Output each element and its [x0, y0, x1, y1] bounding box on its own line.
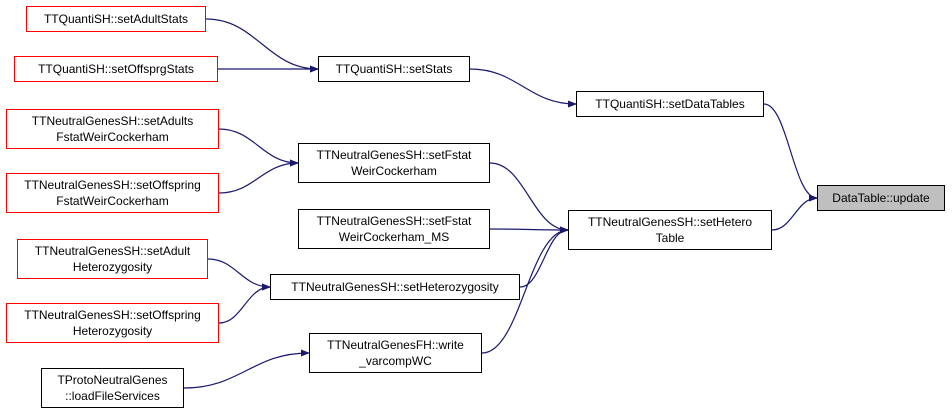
edge-writeVarcompWC-to-setHeteroTable — [481, 226, 569, 354]
node-label-line: FstatWeirCockerham — [56, 130, 169, 144]
edge-setOffspringFstatWC-to-setFstatWC — [218, 159, 299, 194]
node-label-line: WeirCockerham_MS — [338, 230, 450, 244]
node-label-line: TTNeutralGenesFH::write — [327, 338, 464, 352]
node-ttneutralgenessh-setfstatweircockerham-ms[interactable]: TTNeutralGenesSH::setFstat WeirCockerham… — [298, 209, 490, 249]
node-label-line: WeirCockerham — [351, 164, 437, 178]
node-ttneutralgenessh-setoffspringfstatweircockerham[interactable]: TTNeutralGenesSH::setOffspring FstatWeir… — [6, 173, 219, 213]
node-ttneutralgenesfh-write-varcompwc[interactable]: TTNeutralGenesFH::write _varcompWC — [309, 333, 482, 373]
edge-setOffspringHet-to-setHeterozygosity — [218, 283, 271, 324]
edge-setHeteroTable-to-update — [771, 194, 818, 231]
node-label-line: _varcompWC — [359, 354, 432, 368]
node-ttquantish-setstats[interactable]: TTQuantiSH::setStats — [318, 56, 470, 82]
edge-setHeterozygosity-to-setHeteroTable — [519, 226, 569, 288]
node-label-line: TTQuantiSH::setStats — [335, 62, 453, 76]
node-label-line: TTNeutralGenesSH::setFstat — [316, 214, 472, 228]
edge-loadFileServices-to-writeVarcompWC — [183, 349, 310, 389]
node-ttneutralgenessh-setadultsfstatweircockerham[interactable]: TTNeutralGenesSH::setAdults FstatWeirCoc… — [6, 109, 219, 149]
node-ttneutralgenessh-setheterozygosity[interactable]: TTNeutralGenesSH::setHeterozygosity — [270, 274, 520, 300]
node-label-line: FstatWeirCockerham — [56, 194, 169, 208]
node-label-line: Heterozygosity — [72, 324, 153, 338]
node-ttquantish-setoffsprgstats[interactable]: TTQuantiSH::setOffsprgStats — [14, 56, 218, 82]
edge-setFstatWCMS-to-setHeteroTable — [489, 226, 569, 234]
node-ttneutralgenessh-setadultheterozygosity[interactable]: TTNeutralGenesSH::setAdult Heterozygosit… — [17, 239, 208, 279]
node-datatable-update[interactable]: DataTable::update — [817, 185, 945, 211]
node-label-line: TTNeutralGenesSH::setFstat — [316, 148, 472, 162]
edge-setFstatWC-to-setHeteroTable — [489, 162, 569, 234]
node-label-line: ::loadFileServices — [65, 389, 160, 403]
node-ttneutralgenessh-setoffspringheterozygosity[interactable]: TTNeutralGenesSH::setOffspring Heterozyg… — [6, 303, 219, 343]
node-tprotoneutralgenes-loadfileservices[interactable]: TProtoNeutralGenes ::loadFileServices — [41, 368, 184, 408]
node-label-line: TTNeutralGenesSH::setAdult — [34, 244, 191, 258]
node-ttneutralgenessh-setheterotable[interactable]: TTNeutralGenesSH::setHetero Table — [568, 210, 772, 250]
node-ttquantish-setdatatables[interactable]: TTQuantiSH::setDataTables — [576, 91, 764, 117]
edge-setAdultStats-to-setStats — [205, 18, 319, 73]
node-label-line: Table — [655, 231, 685, 245]
node-label-line: TTQuantiSH::setAdultStats — [43, 12, 189, 26]
node-label-line: TTNeutralGenesSH::setOffspring — [24, 308, 201, 322]
node-label-line: TTNeutralGenesSH::setOffspring — [24, 178, 201, 192]
node-label-line: TTQuantiSH::setOffsprgStats — [38, 62, 194, 76]
node-label-line: Heterozygosity — [72, 260, 153, 274]
node-label-line: TTNeutralGenesSH::setAdults — [31, 114, 194, 128]
node-ttneutralgenessh-setfstatweircockerham[interactable]: TTNeutralGenesSH::setFstat WeirCockerham — [298, 143, 490, 183]
node-ttquantish-setadultstats[interactable]: TTQuantiSH::setAdultStats — [26, 6, 206, 32]
node-label-line: TProtoNeutralGenes — [57, 373, 168, 387]
edge-setAdultHet-to-setHeterozygosity — [207, 258, 271, 291]
edge-setAdultsFstatWC-to-setFstatWC — [218, 128, 299, 167]
edge-setStats-to-setDataTables — [469, 68, 577, 108]
node-label-line: DataTable::update — [832, 191, 930, 205]
node-label-line: TTNeutralGenesSH::setHetero — [587, 215, 753, 229]
node-label-line: TTQuantiSH::setDataTables — [595, 97, 745, 111]
node-label-line: TTNeutralGenesSH::setHeterozygosity — [291, 280, 499, 294]
edge-setDataTables-to-update — [763, 103, 818, 202]
